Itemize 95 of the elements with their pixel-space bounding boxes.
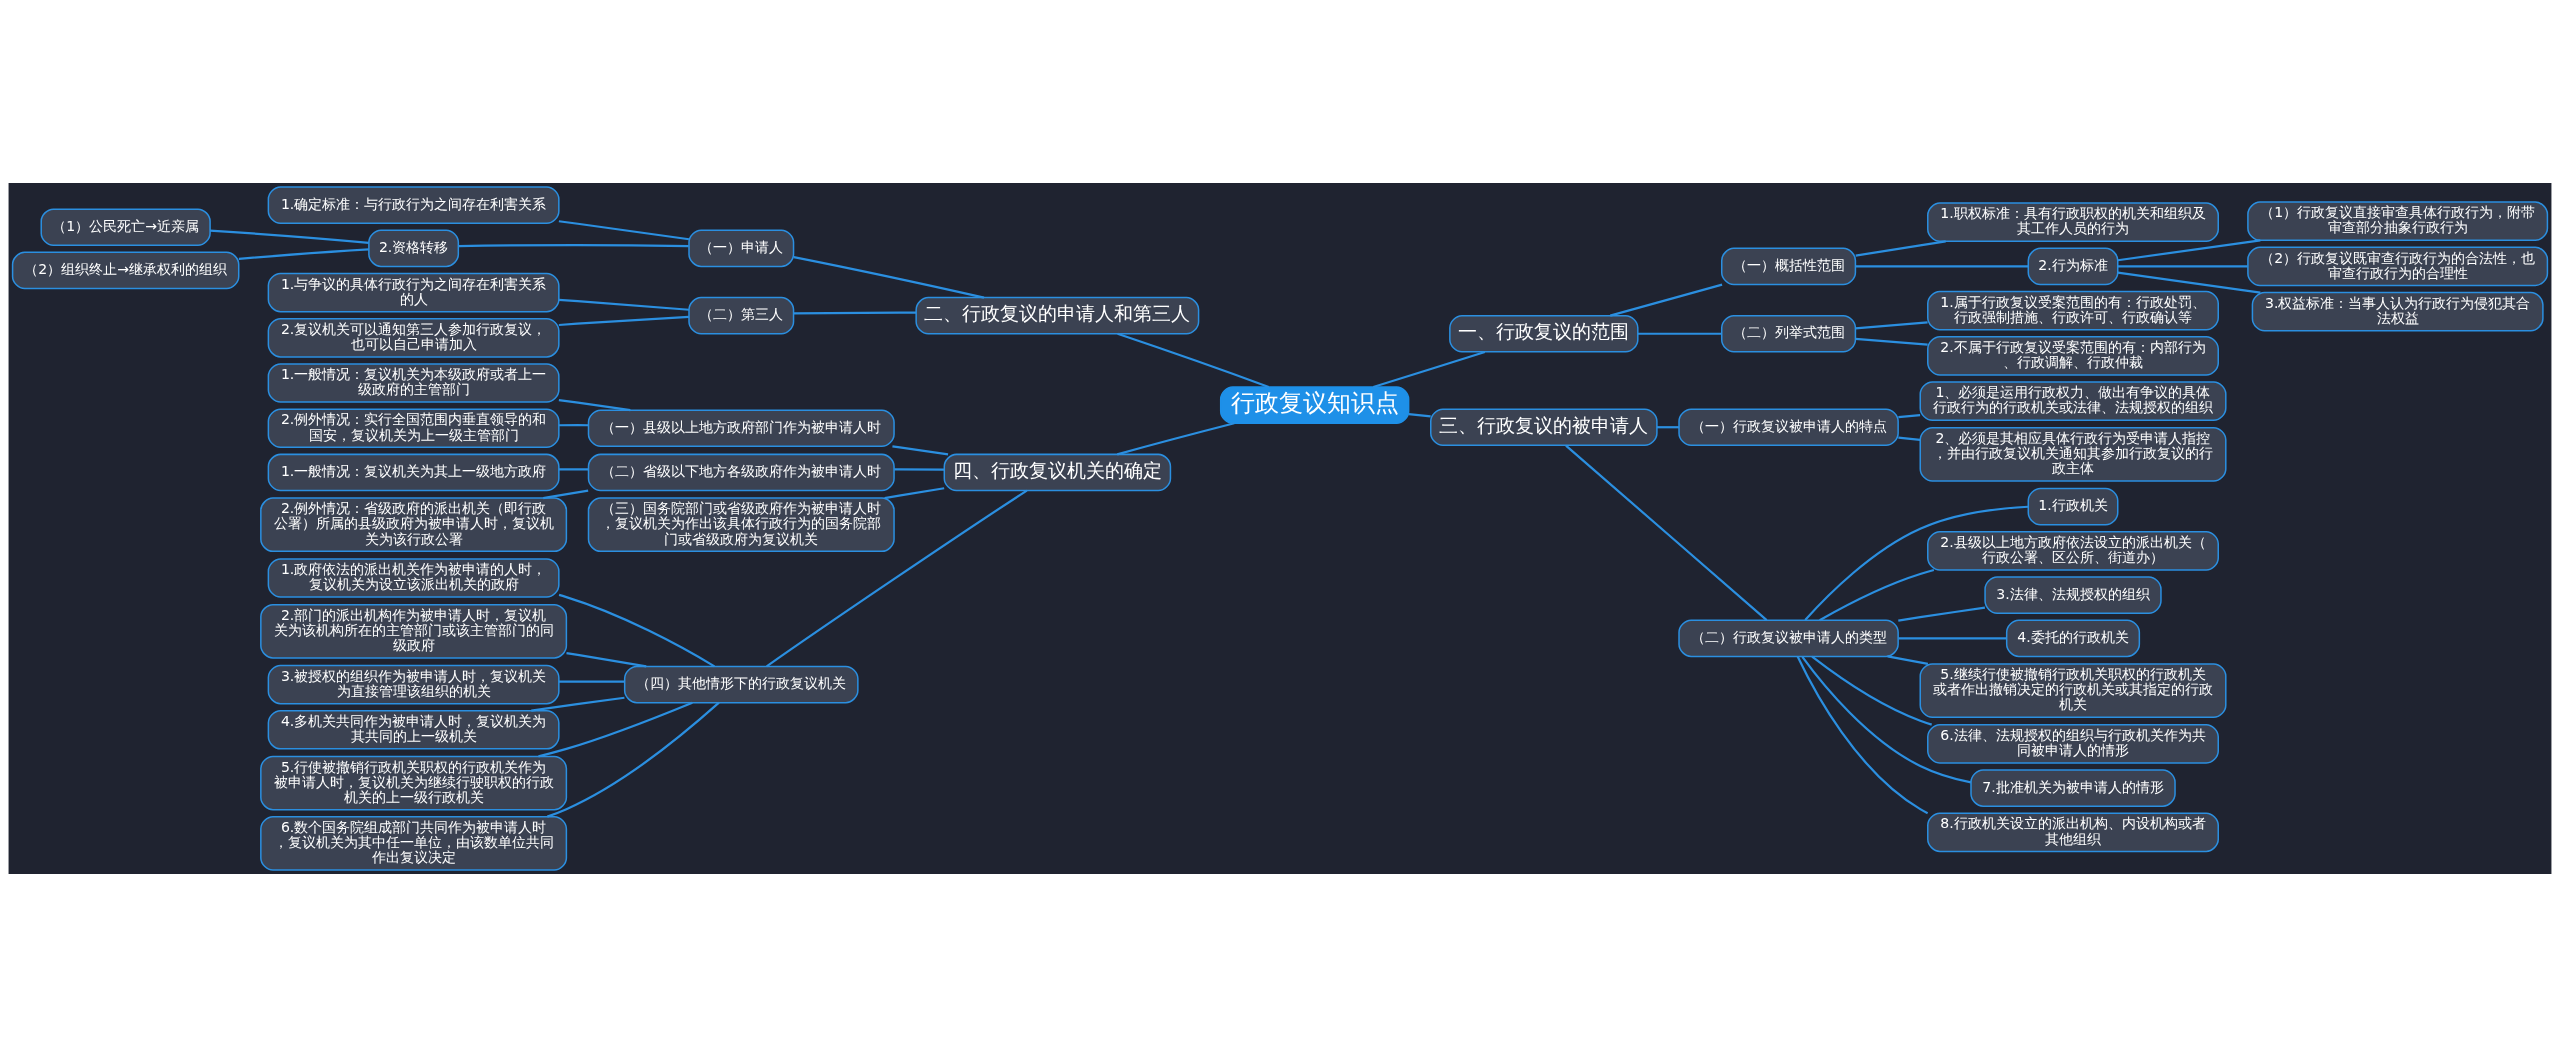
node-box: 三、行政复议的被申请人 bbox=[1430, 407, 1658, 446]
node-box: 5.行使被撤销行政机关职权的行政机关作为被申请人时，复议机关为继续行驶职权的行政机关的上一级行政机关 bbox=[260, 755, 568, 810]
connector bbox=[238, 247, 369, 260]
node-box: 2、必须是其相应具体行政行为受申请人指控，并由行政复议机关通知其参加行政复议的行政主体 bbox=[1919, 426, 2227, 482]
connector bbox=[1898, 413, 1921, 418]
connector bbox=[793, 255, 985, 299]
node-box: 6.法律、法规授权的组织与行政机关作为共同被申请人的情形 bbox=[1927, 723, 2219, 764]
node-box: （二）第三人 bbox=[688, 296, 795, 334]
node-box: 行政复议知识点 bbox=[1219, 385, 1410, 424]
connector bbox=[458, 243, 689, 247]
node-box: （四）其他情形下的行政复议机关 bbox=[623, 665, 859, 703]
connector bbox=[1408, 412, 1431, 417]
connector bbox=[1887, 654, 1929, 665]
connector bbox=[1855, 264, 2029, 268]
connector bbox=[1855, 337, 1928, 346]
connector bbox=[766, 489, 1028, 667]
connector bbox=[566, 651, 647, 667]
node-box: 4.多机关共同作为被申请人时，复议机关为其共同的上一级机关 bbox=[267, 709, 560, 750]
node-box: 5.继续行使被撤销行政机关职权的行政机关或者作出撤销决定的行政机关或其指定的行政机关 bbox=[1919, 662, 2227, 718]
connector bbox=[1811, 655, 1933, 726]
connector bbox=[1855, 239, 1946, 257]
node-box: （二）列举式范围 bbox=[1721, 314, 1857, 353]
node-box: （2）行政复议既审查行政行为的合法性，也审查行政行为的合理性 bbox=[2247, 246, 2549, 286]
connector bbox=[538, 701, 693, 757]
node-box: （二）省级以下地方各级政府作为被申请人时 bbox=[587, 453, 895, 491]
node-box: 8.行政机关设立的派出机构、内设机构或者其他组织 bbox=[1927, 811, 2219, 852]
connector bbox=[558, 219, 690, 240]
node-box: （一）申请人 bbox=[688, 229, 795, 267]
node-box: 2.部门的派出机构作为被申请人时，复议机关为该机构所在的主管部门或该主管部门的同级政府 bbox=[260, 603, 568, 659]
node-box: （二）行政复议被申请人的类型 bbox=[1678, 618, 1899, 657]
connector bbox=[558, 467, 589, 471]
connector bbox=[1609, 283, 1723, 317]
connector bbox=[1898, 636, 2007, 639]
node-box: 1.职权标准：具有行政职权的机关和组织及其工作人员的行为 bbox=[1927, 201, 2219, 242]
node-box: 7.批准机关为被申请人的情形 bbox=[1970, 768, 2176, 807]
node-box: 一、行政复议的范围 bbox=[1449, 314, 1639, 353]
node-box: 四、行政复议机关的确定 bbox=[943, 453, 1172, 491]
connector bbox=[1801, 655, 1972, 783]
connector bbox=[2117, 238, 2261, 261]
connector bbox=[1855, 320, 1928, 329]
node-box: 二、行政复议的申请人和第三人 bbox=[915, 296, 1200, 334]
node-box: 1.确定标准：与行政行为之间存在利害关系 bbox=[267, 185, 560, 224]
node-box: 1、必须是运用行政权力、做出有争议的具体行政行为的行政机关或法律、法规授权的组织 bbox=[1919, 380, 2227, 421]
connector bbox=[884, 486, 945, 499]
node-box: 2.资格转移 bbox=[368, 229, 460, 267]
node-box: （一）县级以上地方政府部门作为被申请人时 bbox=[587, 408, 895, 447]
node-box: （一）概括性范围 bbox=[1721, 247, 1857, 285]
connector bbox=[558, 298, 690, 311]
connector bbox=[2117, 270, 2261, 294]
connector bbox=[1116, 421, 1235, 455]
node-box: 2.例外情况：省级政府的派出机关（即行政公署）所属的县级政府为被申请人时，复议机关为该行政公署 bbox=[260, 496, 568, 552]
connector bbox=[892, 444, 949, 455]
connector bbox=[546, 701, 720, 818]
connector bbox=[1796, 655, 1929, 814]
node-box: 2.例外情况：实行全国范围内垂直领导的和国安，复议机关为上一级主管部门 bbox=[267, 407, 560, 448]
connector bbox=[1638, 332, 1722, 335]
node-box: 1.与争议的具体行政行为之间存在利害关系的人 bbox=[267, 272, 560, 312]
node-box: 2.行为标准 bbox=[2027, 247, 2119, 285]
connector bbox=[1804, 505, 2029, 621]
node-box: 2.县级以上地方政府依法设立的派出机关（行政公署、区公所、街道办） bbox=[1927, 530, 2219, 571]
node-box: （1）行政复议直接审查具体行政行为，附带审查部分抽象行政行为 bbox=[2247, 200, 2549, 241]
node-box: 3.被授权的组织作为被申请人时，复议机关为直接管理该组织的机关 bbox=[267, 664, 560, 704]
connector bbox=[793, 311, 917, 314]
node-box: 3.权益标准：当事人认为行政行为侵犯其合法权益 bbox=[2251, 291, 2544, 331]
node-box: 4.委托的行政机关 bbox=[2005, 618, 2141, 657]
connector bbox=[1117, 332, 1270, 388]
node-box: 1.属于行政复议受案范围的有：行政处罚、行政强制措施、行政许可、行政确认等 bbox=[1927, 290, 2219, 330]
connector bbox=[558, 679, 625, 683]
node-box: 2.复议机关可以通知第三人参加行政复议，也可以自己申请加入 bbox=[267, 317, 560, 358]
connector bbox=[558, 315, 689, 326]
node-box: 1.行政机关 bbox=[2027, 487, 2119, 525]
node-box: 6.数个国务院组成部门共同作为被申请人时，复议机关为其中任一单位，由该数单位共同作出复议决定 bbox=[260, 815, 568, 871]
connector bbox=[1898, 605, 1986, 622]
node-box: （2）组织终止→继承权利的组织 bbox=[11, 251, 240, 289]
connector bbox=[210, 229, 369, 244]
connector bbox=[558, 593, 716, 667]
connector bbox=[543, 489, 589, 499]
node-box: （1）公民死亡→近亲属 bbox=[40, 207, 211, 246]
connector bbox=[894, 467, 944, 471]
node-box: （三）国务院部门或省级政府作为被申请人时，复议机关为作出该具体行政行为的国务院部门或省级政府为复议机关 bbox=[587, 496, 895, 552]
connector bbox=[531, 696, 625, 712]
node-box: 1.一般情况：复议机关为本级政府或者上一级政府的主管部门 bbox=[267, 362, 560, 403]
connector bbox=[558, 423, 589, 426]
connector bbox=[1656, 425, 1679, 428]
connector bbox=[1372, 350, 1486, 388]
node-box: 1.政府依法的派出机关作为被申请的人时，复议机关为设立该派出机关的政府 bbox=[267, 557, 560, 598]
connector bbox=[1819, 568, 1935, 621]
node-box: 3.法律、法规授权的组织 bbox=[1984, 575, 2162, 614]
connector bbox=[2117, 264, 2248, 268]
connector bbox=[1565, 444, 1768, 621]
connector bbox=[558, 398, 631, 411]
node-box: 1.一般情况：复议机关为其上一级地方政府 bbox=[267, 453, 560, 491]
node-box: （一）行政复议被申请人的特点 bbox=[1678, 407, 1899, 446]
connector bbox=[1898, 436, 1921, 441]
node-box: 2.不属于行政复议受案范围的有：内部行为、行政调解、行政仲裁 bbox=[1927, 335, 2219, 376]
